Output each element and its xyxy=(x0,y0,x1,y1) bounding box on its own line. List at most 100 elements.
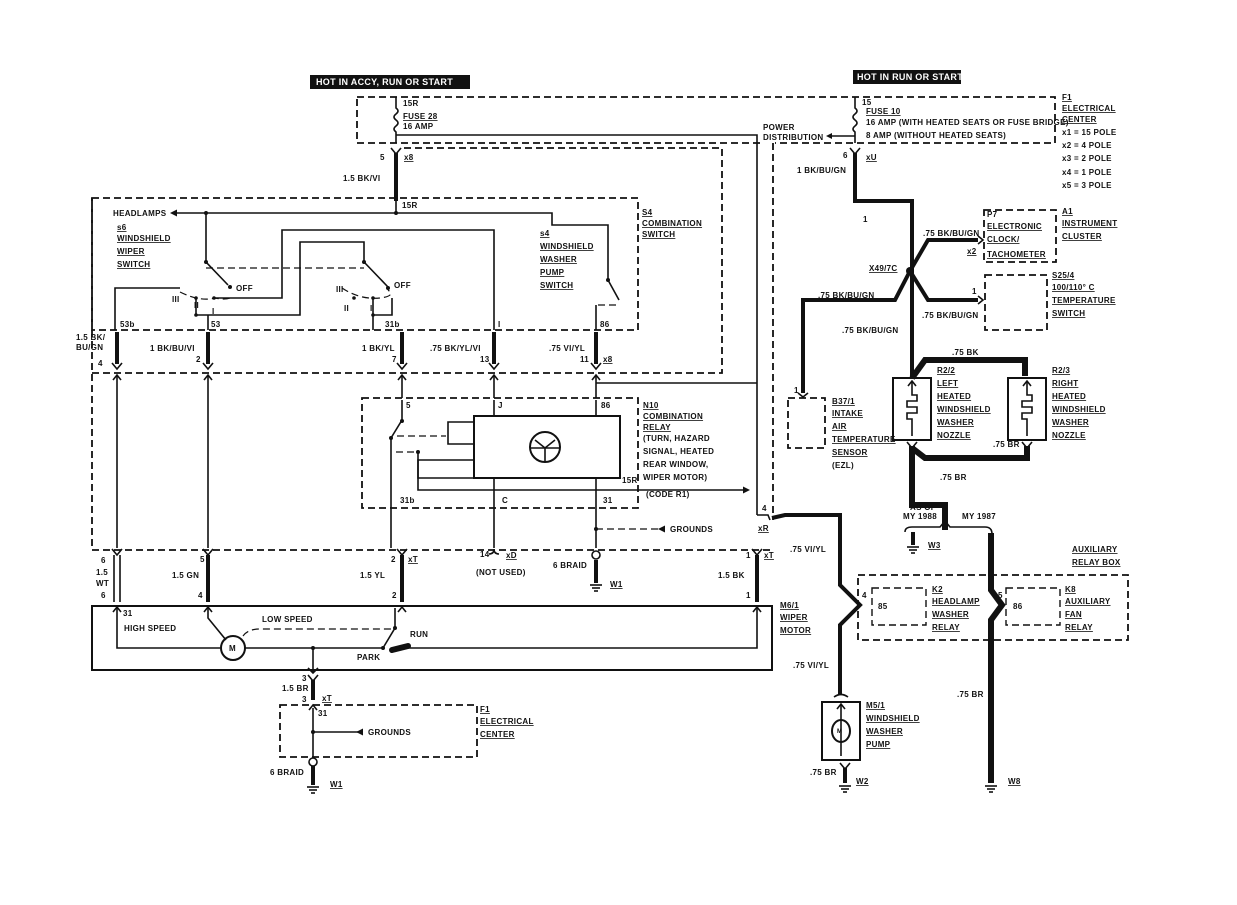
svg-text:(TURN, HAZARD: (TURN, HAZARD xyxy=(643,434,710,443)
svg-text:COMBINATION: COMBINATION xyxy=(643,412,703,421)
svg-text:AUXILIARY: AUXILIARY xyxy=(1072,545,1118,554)
svg-text:K2: K2 xyxy=(932,585,943,594)
svg-text:N10: N10 xyxy=(643,401,659,410)
svg-text:xT: xT xyxy=(408,555,418,564)
s25-4-temperature-switch: 1 S25/4 100/110° C TEMPERATURE SWITCH xyxy=(972,271,1116,331)
svg-text:WINDSHIELD: WINDSHIELD xyxy=(540,242,594,251)
svg-text:6: 6 xyxy=(101,591,106,600)
svg-text:2: 2 xyxy=(391,555,396,564)
svg-text:SWITCH: SWITCH xyxy=(117,260,150,269)
svg-text:1.5 BK/: 1.5 BK/ xyxy=(76,333,106,342)
svg-text:WASHER: WASHER xyxy=(1052,418,1089,427)
svg-text:.75 BK/BU/GN: .75 BK/BU/GN xyxy=(922,311,979,320)
svg-text:xT: xT xyxy=(764,551,774,560)
svg-text:CENTER: CENTER xyxy=(480,730,515,739)
svg-text:WINDSHIELD: WINDSHIELD xyxy=(1052,405,1106,414)
svg-text:15: 15 xyxy=(862,98,872,107)
svg-text:FAN: FAN xyxy=(1065,610,1082,619)
svg-text:POWER: POWER xyxy=(763,123,795,132)
svg-text:.75 BR: .75 BR xyxy=(940,473,967,482)
svg-text:A1: A1 xyxy=(1062,207,1073,216)
svg-text:.75 BK/BU/GN: .75 BK/BU/GN xyxy=(923,229,980,238)
svg-text:6 BRAID: 6 BRAID xyxy=(553,561,587,570)
svg-text:4: 4 xyxy=(862,591,867,600)
svg-text:ELECTRICAL: ELECTRICAL xyxy=(480,717,534,726)
svg-text:1 BK/YL: 1 BK/YL xyxy=(362,344,395,353)
svg-text:OFF: OFF xyxy=(394,281,411,290)
svg-text:31: 31 xyxy=(123,609,133,618)
svg-text:13: 13 xyxy=(480,355,490,364)
svg-text:xR: xR xyxy=(758,524,769,533)
svg-text:5: 5 xyxy=(200,555,205,564)
svg-text:B37/1: B37/1 xyxy=(832,397,855,406)
svg-text:FUSE 10: FUSE 10 xyxy=(866,107,901,116)
svg-text:RIGHT: RIGHT xyxy=(1052,379,1078,388)
svg-text:85: 85 xyxy=(878,602,888,611)
svg-text:HEATED: HEATED xyxy=(1052,392,1086,401)
svg-text:53b: 53b xyxy=(120,320,135,329)
svg-text:AUXILIARY: AUXILIARY xyxy=(1065,597,1111,606)
svg-text:31b: 31b xyxy=(385,320,400,329)
svg-text:2: 2 xyxy=(196,355,201,364)
svg-text:HOT IN ACCY, RUN OR START: HOT IN ACCY, RUN OR START xyxy=(316,77,453,87)
svg-text:31: 31 xyxy=(603,496,613,505)
svg-text:CENTER: CENTER xyxy=(1062,115,1097,124)
svg-text:s4: s4 xyxy=(540,229,550,238)
svg-text:W1: W1 xyxy=(610,580,623,589)
svg-text:6 BRAID: 6 BRAID xyxy=(270,768,304,777)
svg-text:x2 = 4 POLE: x2 = 4 POLE xyxy=(1062,141,1112,150)
svg-text:M: M xyxy=(837,729,842,735)
svg-text:HEATED: HEATED xyxy=(937,392,971,401)
svg-text:86: 86 xyxy=(601,401,611,410)
svg-text:s6: s6 xyxy=(117,223,127,232)
svg-text:53: 53 xyxy=(211,320,221,329)
svg-text:1 BK/BU/GN: 1 BK/BU/GN xyxy=(797,166,846,175)
svg-text:xD: xD xyxy=(506,551,517,560)
auxiliary-relay-box: AUXILIARY RELAY BOX 4 85 K2 HEADLAMP WAS… xyxy=(857,545,1129,641)
svg-text:F1: F1 xyxy=(1062,93,1072,102)
svg-text:14: 14 xyxy=(480,550,490,559)
svg-text:RELAY: RELAY xyxy=(643,423,671,432)
svg-text:WIPER: WIPER xyxy=(117,247,145,256)
svg-text:.75 VI/YL: .75 VI/YL xyxy=(549,344,585,353)
svg-text:1.5 BK: 1.5 BK xyxy=(718,571,745,580)
svg-text:1.5 YL: 1.5 YL xyxy=(360,571,385,580)
svg-text:4: 4 xyxy=(98,359,103,368)
svg-text:.75 BK/YL/VI: .75 BK/YL/VI xyxy=(430,344,481,353)
washer-pump-circuit: 4 xR .75 VI/YL .75 VI/YL M M5/1 WINDSHIE… xyxy=(757,504,920,793)
svg-text:xU: xU xyxy=(866,153,877,162)
svg-text:x1 = 15 POLE: x1 = 15 POLE xyxy=(1062,128,1117,137)
svg-text:100/110° C: 100/110° C xyxy=(1052,283,1095,292)
svg-text:INTAKE: INTAKE xyxy=(832,409,863,418)
svg-text:II: II xyxy=(344,304,349,313)
svg-text:1.5 BR: 1.5 BR xyxy=(282,684,309,693)
svg-text:F1: F1 xyxy=(480,705,490,714)
n10-combination-relay: 5 J 86 31b C 31 15R N10 COMBINATION RELA… xyxy=(361,397,750,548)
svg-text:.75 BK/BU/GN: .75 BK/BU/GN xyxy=(818,291,875,300)
svg-text:I: I xyxy=(498,320,501,329)
svg-text:16 AMP (WITH HEATED SEATS OR F: 16 AMP (WITH HEATED SEATS OR FUSE BRIDGE… xyxy=(866,118,1069,127)
svg-text:.75 BR: .75 BR xyxy=(957,690,984,699)
svg-text:WINDSHIELD: WINDSHIELD xyxy=(866,714,920,723)
svg-text:(NOT USED): (NOT USED) xyxy=(476,568,526,577)
svg-text:AIR: AIR xyxy=(832,422,847,431)
svg-text:HIGH SPEED: HIGH SPEED xyxy=(124,624,176,633)
svg-text:4: 4 xyxy=(762,504,767,513)
svg-text:WIPER MOTOR): WIPER MOTOR) xyxy=(643,473,707,482)
svg-text:2: 2 xyxy=(392,591,397,600)
svg-text:4: 4 xyxy=(198,591,203,600)
svg-text:ELECTRONIC: ELECTRONIC xyxy=(987,222,1042,231)
svg-text:W3: W3 xyxy=(928,541,941,550)
svg-text:x8: x8 xyxy=(404,153,414,162)
svg-text:WINDSHIELD: WINDSHIELD xyxy=(117,234,171,243)
svg-text:1.5 BK/VI: 1.5 BK/VI xyxy=(343,174,380,183)
svg-text:.75 BK/BU/GN: .75 BK/BU/GN xyxy=(842,326,899,335)
svg-text:1.5: 1.5 xyxy=(96,568,108,577)
svg-text:5: 5 xyxy=(380,153,385,162)
svg-text:GROUNDS: GROUNDS xyxy=(670,525,713,534)
svg-text:HEADLAMPS: HEADLAMPS xyxy=(113,209,167,218)
svg-text:15R: 15R xyxy=(403,99,419,108)
svg-text:S4: S4 xyxy=(642,208,653,217)
svg-text:31b: 31b xyxy=(400,496,415,505)
